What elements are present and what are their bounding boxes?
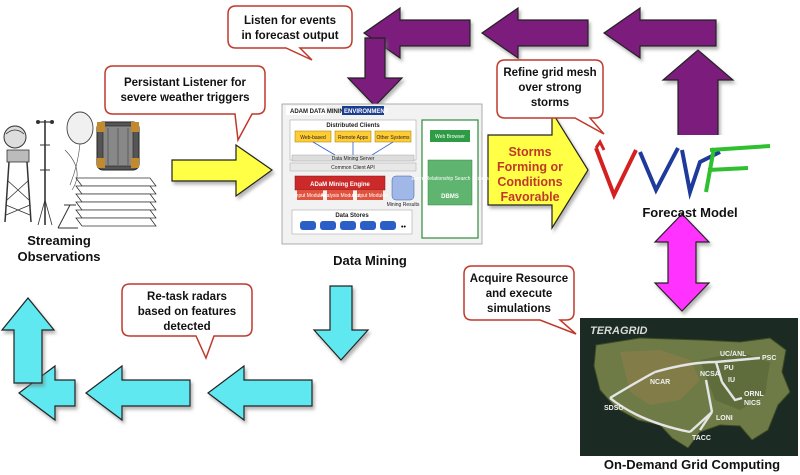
callout-refine-line-1: Refine grid mesh [503, 67, 596, 79]
adam-distributed-clients: Distributed Clients [326, 123, 380, 129]
cyan-arrow-down [312, 285, 370, 361]
callout-persistent-line-1: Persistant Listener for [124, 77, 247, 89]
cyan-arrow-left-3 [18, 364, 76, 422]
teragrid-title: TERAGRID [590, 325, 648, 337]
adam-client-2: Remote Apps [338, 135, 369, 141]
sensor-drum-icon [96, 121, 140, 171]
callout-acquire: Acquire Resource and execute simulations [463, 265, 577, 335]
site-iu: IU [728, 377, 735, 384]
callout-retask-line-1: Re-task radars [147, 291, 227, 303]
adam-client-1: Web-based [300, 135, 326, 141]
callout-listen-line-2: in forecast output [241, 30, 338, 42]
adam-search: Event Relationship Search System [412, 176, 489, 182]
streaming-label-line-1: Streaming [27, 233, 91, 248]
callout-refine: Refine grid mesh over strong storms [496, 59, 605, 135]
site-psc: PSC [762, 355, 776, 362]
forecast-model-label: Forecast Model [642, 205, 738, 220]
purple-arrow-down [346, 37, 404, 107]
adam-dbms: DBMS [441, 194, 459, 200]
network-links [609, 356, 761, 434]
magenta-double-arrow [653, 213, 711, 312]
purple-arrow-up [661, 49, 735, 141]
cyan-arrow-up [0, 297, 56, 384]
adam-module-2: Analysis Modules [321, 193, 360, 199]
callout-acquire-line-2: and execute [486, 288, 552, 300]
site-sdsc: SDSC [604, 405, 623, 412]
storms-line-2: Forming or [497, 160, 563, 174]
callout-listen-line-1: Listen for events [244, 15, 336, 27]
observation-instruments [3, 111, 157, 229]
storms-line-1: Storms [508, 145, 551, 159]
svg-text:••: •• [401, 224, 406, 231]
adam-title-a: ADAM DATA MINING [290, 109, 349, 115]
grid-computing-label: On-Demand Grid Computing [603, 457, 781, 472]
purple-arrow-left-1 [602, 6, 717, 60]
balloon-icon [64, 111, 94, 191]
callout-retask-line-2: based on features [138, 306, 236, 318]
site-ncar: NCAR [650, 379, 670, 386]
adam-architecture-diagram: ADAM DATA MINING ENVIRONMENT Distributed… [281, 103, 489, 245]
site-loni: LONI [716, 415, 733, 422]
adam-engine: ADaM Mining Engine [310, 182, 370, 188]
site-ornl: ORNL [744, 391, 765, 398]
callout-persistent: Persistant Listener for severe weather t… [104, 65, 266, 143]
data-mining-label: Data Mining [333, 253, 407, 268]
site-uc-anl: UC/ANL [720, 351, 747, 358]
adam-title-b: ENVIRONMENT [344, 109, 389, 115]
adam-results: Mining Results [387, 202, 420, 208]
yellow-arrow-storms [487, 109, 589, 231]
streaming-observations-label: Streaming Observations [4, 233, 114, 265]
adam-stores: Data Stores [335, 213, 369, 219]
site-tacc: TACC [692, 435, 711, 442]
callout-acquire-line-3: simulations [487, 303, 551, 315]
adam-client-3: Other Systems [376, 135, 410, 141]
tower-icon [3, 125, 32, 223]
callout-refine-line-3: storms [531, 97, 569, 109]
callout-acquire-line-1: Acquire Resource [470, 273, 568, 285]
cyan-arrow-left-2 [85, 364, 191, 422]
teragrid-map: TERAGRID UC/ANL PSC NCSA IU PU ORNL NICS… [580, 318, 798, 456]
callout-retask: Re-task radars based on features detecte… [121, 283, 253, 360]
callout-retask-line-3: detected [163, 321, 210, 333]
purple-arrow-left-2 [480, 6, 589, 60]
yellow-arrow-to-mining [171, 143, 274, 198]
storms-line-3: Conditions [497, 175, 562, 189]
site-labels: UC/ANL PSC NCSA IU PU ORNL NICS NCAR SDS… [604, 351, 776, 442]
callout-persistent-line-2: severe weather triggers [120, 92, 249, 104]
adam-browser: Web Browser [435, 134, 465, 140]
adam-api: Common Client API [331, 165, 375, 171]
weather-mast-icon [36, 120, 54, 226]
callout-listen: Listen for events in forecast output [227, 5, 353, 61]
site-pu: PU [724, 365, 734, 372]
adam-server: Data Mining Server [332, 156, 375, 162]
data-stack-icon [75, 177, 157, 227]
adam-module-3: Output Modules [352, 193, 388, 199]
callout-refine-line-2: over strong [518, 82, 581, 94]
adam-module-1: Input Modules [294, 193, 326, 199]
cyan-arrow-left-1 [207, 364, 313, 422]
site-ncsa: NCSA [700, 371, 720, 378]
ground-station-icon [57, 204, 78, 229]
storms-line-4: Favorable [500, 190, 559, 204]
storms-arrow-text: Storms Forming or Conditions Favorable [497, 145, 563, 204]
streaming-label-line-2: Observations [17, 249, 101, 264]
wrf-logo [590, 135, 780, 203]
site-nics: NICS [744, 400, 761, 407]
